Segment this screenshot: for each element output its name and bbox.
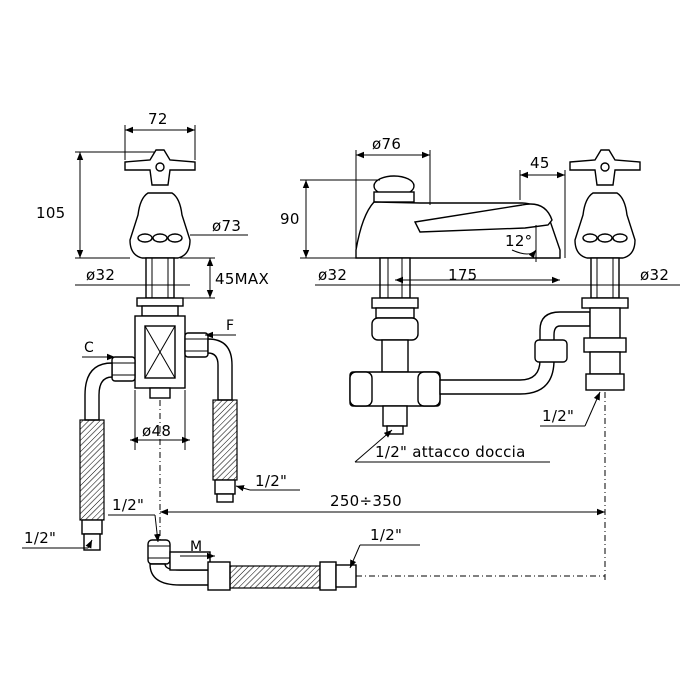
- dim-mixer-body-dia: ø48: [142, 422, 171, 440]
- dim-spout-shank-dia: ø32: [318, 266, 347, 284]
- left-tap: [79, 149, 238, 551]
- label-shower: 1/2" attacco doccia: [375, 443, 526, 461]
- right-tap: [569, 149, 641, 391]
- label-mixed: M: [190, 539, 202, 555]
- dim-spout-angle: 12°: [505, 232, 533, 250]
- dim-spout-reach: 175: [448, 266, 478, 284]
- dim-tap-height: 105: [36, 204, 66, 222]
- label-half-inch-hot: 1/2": [255, 472, 287, 490]
- label-half-inch-right: 1/2": [542, 407, 574, 425]
- label-cold: C: [84, 340, 94, 356]
- label-half-inch-bottom-left: 1/2": [112, 496, 144, 514]
- dim-right-tap-shank-dia: ø32: [640, 266, 669, 284]
- dimension-lines: [22, 125, 680, 580]
- dim-tap-base-dia: ø73: [212, 217, 241, 235]
- dim-max-deck: 45MAX: [215, 270, 269, 288]
- dim-spout-offset: 45: [530, 154, 550, 172]
- dim-spacing: 250÷350: [330, 492, 402, 510]
- dim-spout-height: 90: [280, 210, 300, 228]
- spout: [349, 175, 591, 435]
- label-half-inch-left: 1/2": [24, 529, 56, 547]
- bottom-hose: [147, 539, 357, 591]
- label-hot: F: [226, 318, 234, 334]
- label-half-inch-bottom-right: 1/2": [370, 526, 402, 544]
- dim-spout-base-dia: ø76: [372, 135, 401, 153]
- dim-cross-width: 72: [148, 110, 168, 128]
- dim-tap-shank-dia: ø32: [86, 266, 115, 284]
